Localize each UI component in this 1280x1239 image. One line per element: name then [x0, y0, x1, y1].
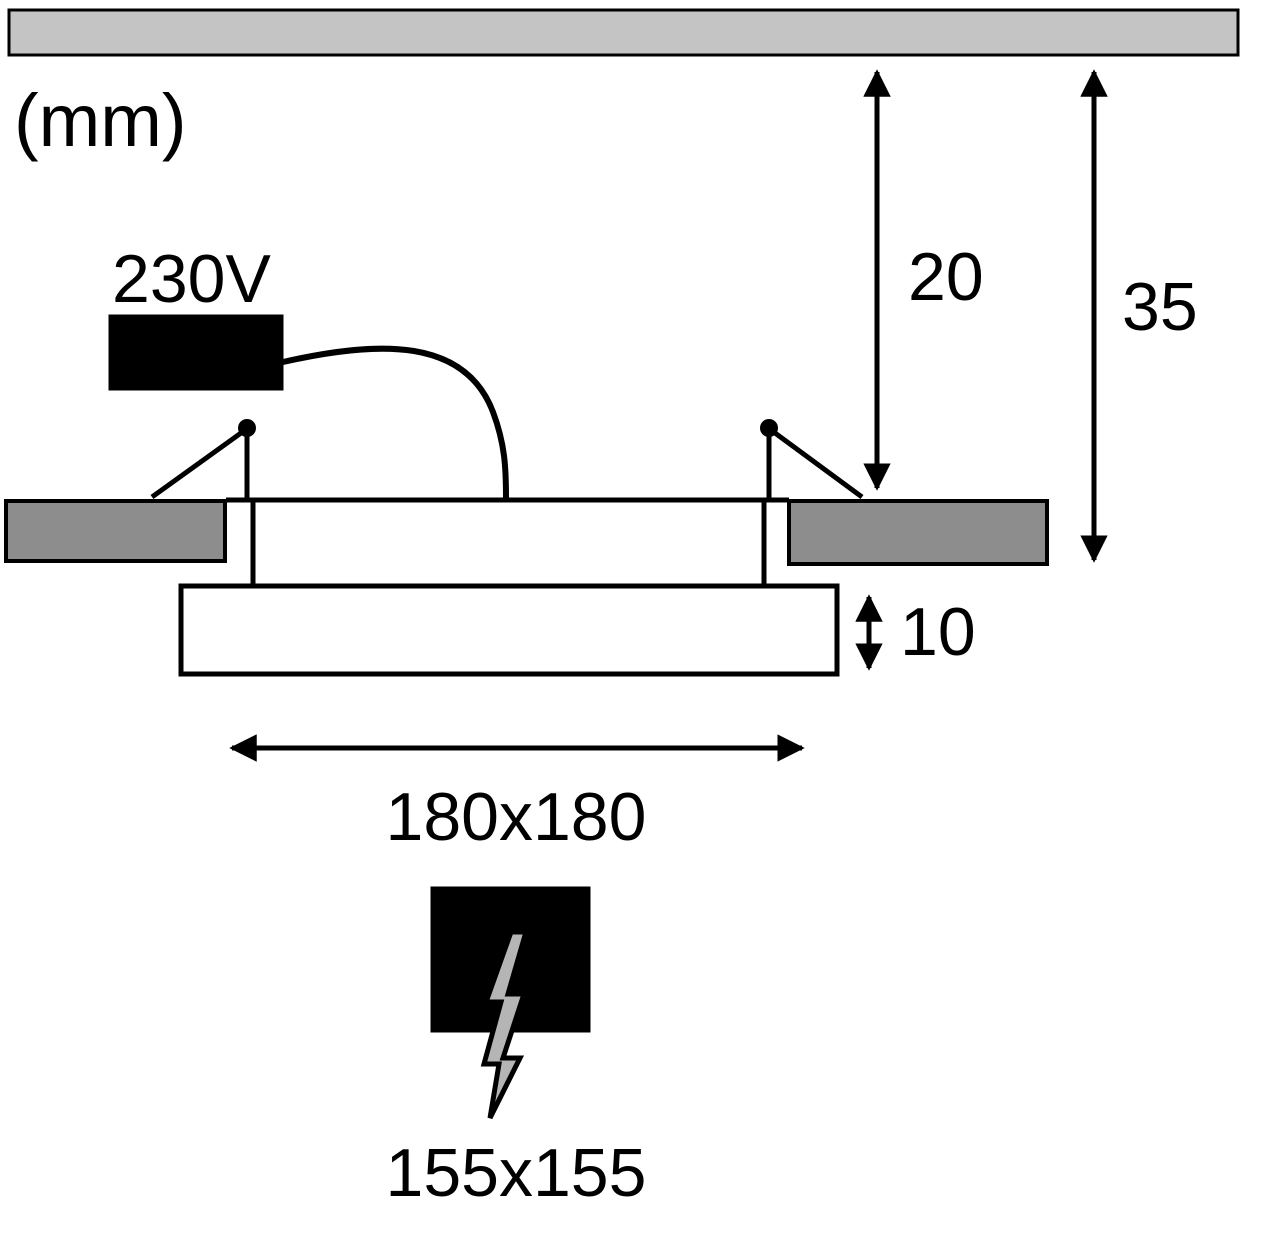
dim-label-total-depth: 35: [1122, 269, 1198, 345]
clip-pivot-right: [760, 419, 778, 437]
voltage-label: 230V: [112, 241, 271, 317]
driver-box: [108, 314, 284, 391]
cutout-pictogram: [430, 886, 591, 1120]
spring-clip-right: [760, 419, 864, 500]
unit-label: (mm): [14, 79, 187, 162]
mains-cable: [280, 345, 509, 501]
trim-flange-left: [4, 499, 227, 563]
recessed-housing: [226, 497, 789, 588]
dim-label-panel-thickness: 10: [900, 594, 976, 670]
ceiling-slab: [7, 8, 1240, 57]
dim-label-cutout-size: 155x155: [386, 1135, 647, 1211]
spring-clip-left: [150, 419, 256, 500]
clip-pivot-left: [238, 419, 256, 437]
dim-label-panel-size: 180x180: [386, 779, 647, 855]
panel-body: [178, 583, 840, 677]
lightning-bolt-icon: [480, 929, 530, 1120]
trim-flange-right: [787, 499, 1049, 566]
dim-label-recess-depth: 20: [908, 239, 984, 315]
